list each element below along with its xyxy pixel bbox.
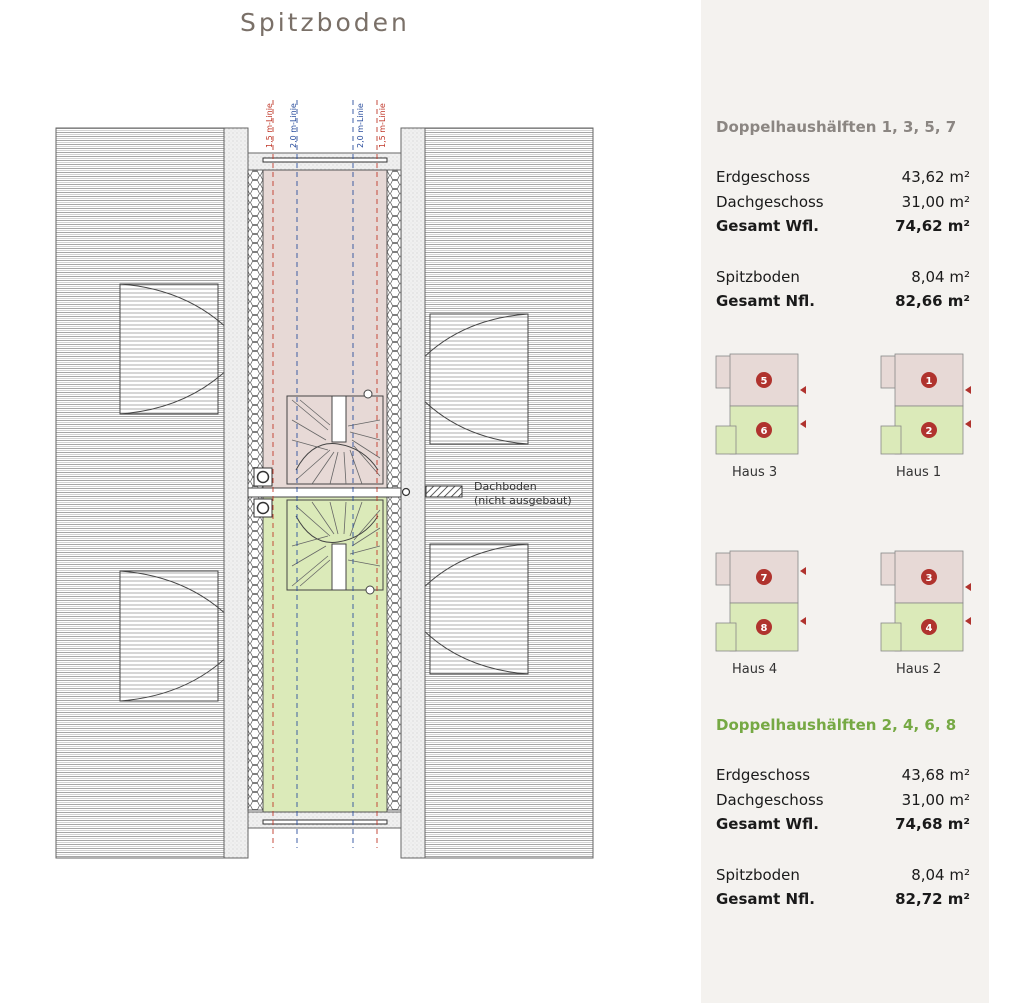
row-label: Gesamt Nfl. — [716, 292, 815, 310]
group-2-title: Doppelhaushälften 2, 4, 6, 8 — [716, 716, 957, 734]
page-title: Spitzboden — [240, 8, 410, 37]
row-label: Dachgeschoss — [716, 791, 824, 809]
wall-left — [223, 127, 249, 859]
attic-label: Dachboden (nicht ausgebaut) — [474, 480, 572, 508]
dormer-left-top — [119, 283, 247, 415]
unit-badge-6: 6 — [761, 426, 768, 437]
house-label-3: Haus 3 — [732, 465, 778, 480]
attic-legend-swatch — [425, 485, 463, 498]
row-value: 43,62 m² — [901, 168, 970, 186]
house-diagram-3: 5 6 — [715, 353, 806, 455]
row-value: 31,00 m² — [901, 791, 970, 809]
unit-badge-4: 4 — [926, 623, 933, 634]
party-wall — [247, 487, 402, 498]
attic-label-line1: Dachboden — [474, 480, 537, 493]
row-value: 43,68 m² — [901, 766, 970, 784]
row-value: 74,68 m² — [895, 815, 970, 833]
dormer-right-bottom — [404, 543, 529, 675]
line-label-1-5m-left: 1,5 m-Linie — [265, 103, 274, 148]
floor-plan: 1,5 m-Linie 2,0 m-Linie 2,0 m-Linie 1,5 … — [55, 100, 594, 859]
stair-top — [286, 389, 384, 485]
house-diagram-1: 1 2 — [880, 353, 971, 455]
row-label: Erdgeschoss — [716, 766, 811, 784]
line-label-2-0m-left: 2,0 m-Linie — [289, 103, 298, 148]
stair-bottom — [286, 499, 384, 595]
attic-label-line2: (nicht ausgebaut) — [474, 494, 572, 507]
house-label-2: Haus 2 — [896, 662, 942, 677]
unit-badge-1: 1 — [926, 376, 933, 387]
chimney-top — [253, 467, 273, 487]
row-label: Spitzboden — [716, 268, 800, 286]
line-label-1-5m-right: 1,5 m-Linie — [378, 103, 387, 148]
row-value: 74,62 m² — [895, 217, 970, 235]
row-value: 8,04 m² — [911, 866, 970, 884]
house-label-4: Haus 4 — [732, 662, 778, 677]
row-label: Gesamt Wfl. — [716, 815, 819, 833]
house-diagram-4: 7 8 — [715, 550, 806, 652]
chimney-bottom — [253, 498, 273, 518]
unit-badge-8: 8 — [761, 623, 768, 634]
house-label-1: Haus 1 — [896, 465, 942, 480]
row-label: Gesamt Nfl. — [716, 890, 815, 908]
row-label: Spitzboden — [716, 866, 800, 884]
house-diagram-2: 3 4 — [880, 550, 971, 652]
row-value: 82,66 m² — [895, 292, 970, 310]
roof-left — [55, 127, 225, 859]
row-label: Gesamt Wfl. — [716, 217, 819, 235]
unit-badge-7: 7 — [761, 573, 768, 584]
line-label-2-0m-right: 2,0 m-Linie — [356, 103, 365, 148]
group-1-title: Doppelhaushälften 1, 3, 5, 7 — [716, 118, 957, 136]
unit-badge-3: 3 — [926, 573, 933, 584]
row-value: 8,04 m² — [911, 268, 970, 286]
unit-badge-5: 5 — [761, 376, 768, 387]
row-label: Erdgeschoss — [716, 168, 811, 186]
row-value: 82,72 m² — [895, 890, 970, 908]
unit-badge-2: 2 — [926, 426, 933, 437]
info-panel — [701, 0, 989, 1003]
row-value: 31,00 m² — [901, 193, 970, 211]
row-label: Dachgeschoss — [716, 193, 824, 211]
